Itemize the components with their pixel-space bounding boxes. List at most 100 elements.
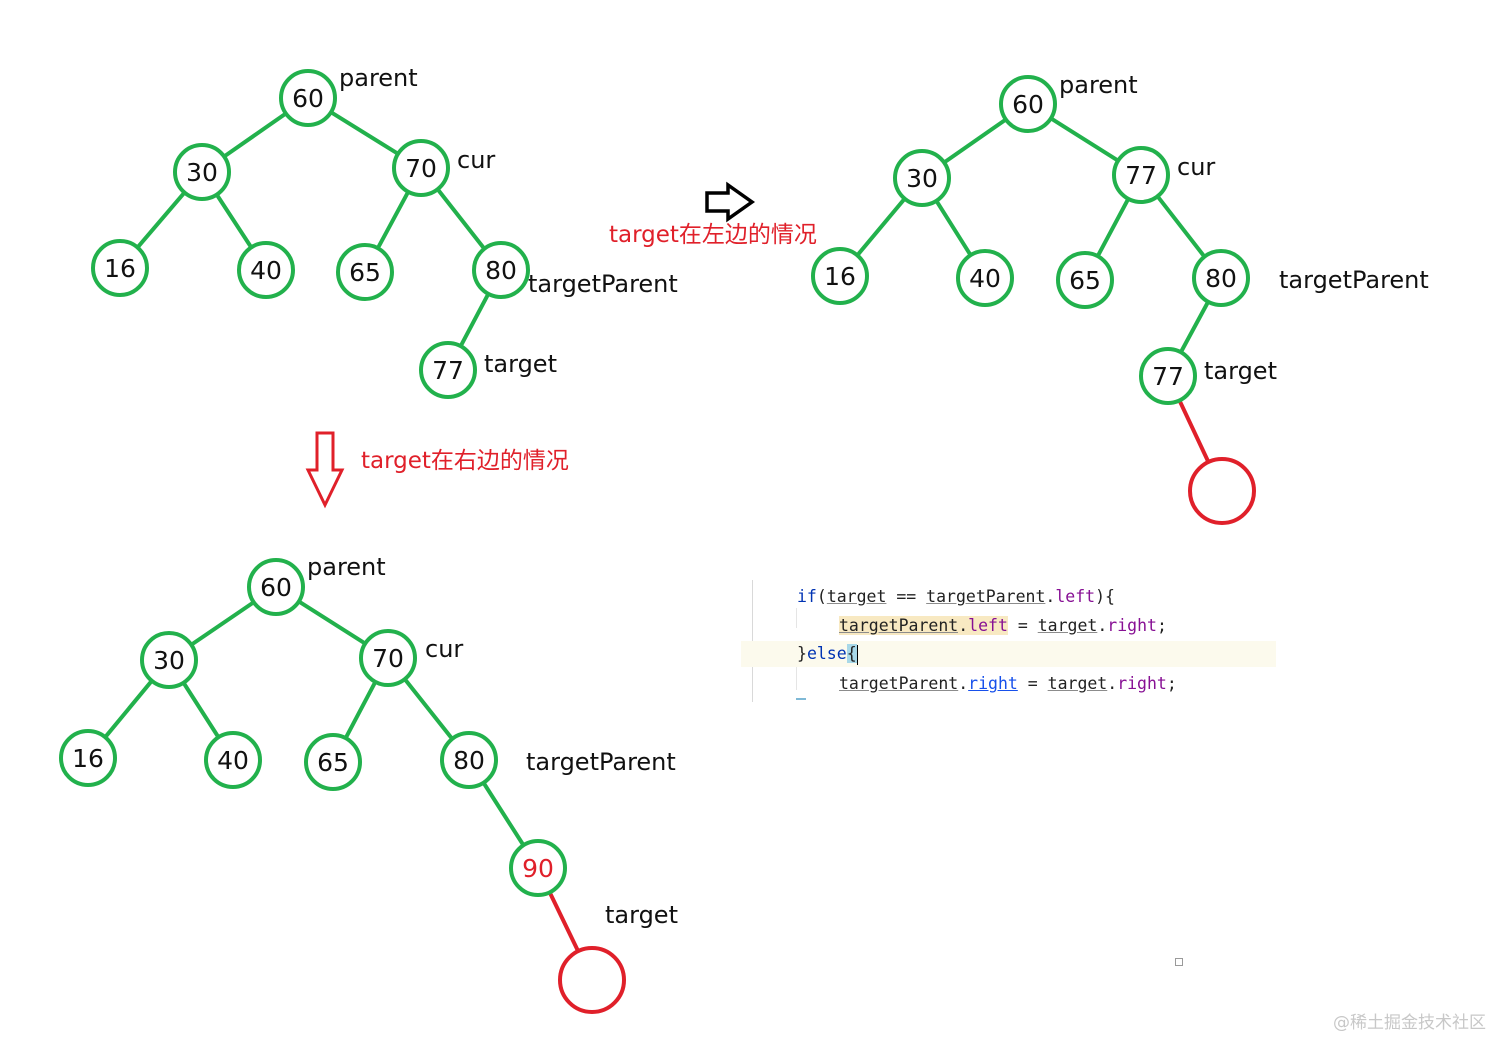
tree-right-case	[103, 599, 581, 954]
tree-node-30	[893, 149, 951, 207]
node-label-cur: cur	[425, 635, 463, 663]
dot: .	[1045, 587, 1056, 606]
tree-node-value: 40	[250, 256, 282, 285]
edges-layer	[103, 110, 1211, 954]
tree-edge	[458, 291, 491, 349]
tree-node-value: 16	[824, 262, 856, 291]
tree-edge	[1155, 194, 1207, 259]
tree-edge	[481, 780, 526, 848]
tree-node-value: 90	[522, 854, 554, 883]
tree-node-value: 80	[453, 746, 485, 775]
tree-edge	[435, 187, 487, 251]
paren: (	[816, 587, 827, 606]
tree-edge	[222, 111, 288, 159]
open-brace: {	[846, 644, 857, 663]
tree-node-value: 80	[1205, 264, 1237, 293]
tree-node-77	[419, 341, 477, 399]
node-label-target: target	[605, 901, 678, 929]
tree-node-16	[91, 239, 149, 297]
text-caret	[856, 644, 858, 665]
code-line-4: targetParent.right = target.right;	[839, 671, 1177, 697]
tree-edge	[296, 599, 368, 646]
node-label-cur: cur	[457, 146, 495, 174]
tree-edge	[214, 192, 254, 250]
tree-node-77	[1112, 146, 1170, 204]
keyword-if: if	[797, 587, 817, 606]
tree-node-value: 70	[372, 644, 404, 673]
close-brace: }	[797, 644, 807, 663]
tree-node-value: 77	[1152, 362, 1184, 391]
tree-edge	[343, 679, 378, 741]
tree-node-value: 30	[153, 646, 185, 675]
node-label-target: target	[1204, 357, 1277, 385]
tree-original	[135, 110, 491, 349]
semicolon: ;	[1166, 674, 1177, 693]
code-line-2: targetParent.left = target.right;	[839, 613, 1167, 639]
tree-node-empty	[1188, 457, 1256, 525]
semicolon: ;	[1156, 616, 1167, 635]
tree-node-value: 40	[217, 746, 249, 775]
operator: ==	[886, 587, 927, 606]
paren-brace: ){	[1095, 587, 1115, 606]
tree-node-30	[140, 631, 198, 689]
tree-edge	[135, 190, 187, 250]
node-label-parent: parent	[1059, 71, 1138, 99]
tree-node-16	[811, 247, 869, 305]
tree-edge	[547, 890, 581, 954]
identifier-targetparent: targetParent	[839, 616, 959, 635]
arrow-down-icon	[305, 431, 345, 509]
tree-node-value: 60	[260, 573, 292, 602]
node-label-parent: parent	[339, 64, 418, 92]
indent-guide	[796, 608, 797, 628]
tree-edge	[942, 117, 1008, 165]
watermark: @稀土掘金技术社区	[1333, 1013, 1486, 1033]
node-label-targetparent: targetParent	[528, 270, 678, 298]
tree-node-65	[304, 733, 362, 791]
tree-edge	[1177, 398, 1211, 465]
tree-node-70	[392, 139, 450, 197]
tree-node-90	[509, 839, 567, 897]
code-snippet: if(target == targetParent.left){ targetP…	[741, 580, 1283, 702]
node-label-targetparent: targetParent	[1279, 266, 1429, 294]
small-square-icon	[1175, 958, 1183, 966]
dot: .	[958, 616, 969, 635]
indent-guide	[796, 666, 797, 690]
tree-node-value: 40	[969, 264, 1001, 293]
tree-node-70	[359, 629, 417, 687]
tree-node-65	[336, 243, 394, 301]
tree-node-value: 77	[1125, 161, 1157, 190]
identifier-target: target	[1047, 674, 1108, 693]
tree-edge	[181, 680, 221, 740]
tree-edge	[328, 110, 401, 156]
tree-node-77	[1139, 347, 1197, 405]
tree-node-empty	[558, 946, 626, 1014]
tree-node-value: 65	[349, 258, 381, 287]
field-left: left	[968, 616, 1008, 635]
tree-node-value: 60	[292, 84, 324, 113]
tree-node-value: 80	[485, 256, 517, 285]
field-right-link[interactable]: right	[968, 674, 1018, 693]
tree-edge	[855, 196, 907, 258]
tree-node-40	[204, 731, 262, 789]
tree-edge	[375, 189, 411, 251]
tree-node-value: 60	[1012, 90, 1044, 119]
field-right: right	[1107, 616, 1157, 635]
code-line-3-current: }else{	[741, 641, 1276, 667]
tree-node-80	[472, 241, 530, 299]
field-left: left	[1055, 587, 1096, 606]
node-label-cur: cur	[1177, 153, 1215, 181]
caption-right-case: target在右边的情况	[361, 448, 569, 474]
identifier-targetparent: targetParent	[926, 587, 1046, 606]
tree-edge	[1178, 299, 1211, 355]
tree-node-60	[279, 69, 337, 127]
field-right: right	[1117, 674, 1167, 693]
arrow-right-icon	[705, 181, 756, 223]
node-label-target: target	[484, 350, 557, 378]
tree-node-80	[440, 731, 498, 789]
operator: =	[1017, 674, 1048, 693]
tree-edge	[1095, 196, 1131, 259]
